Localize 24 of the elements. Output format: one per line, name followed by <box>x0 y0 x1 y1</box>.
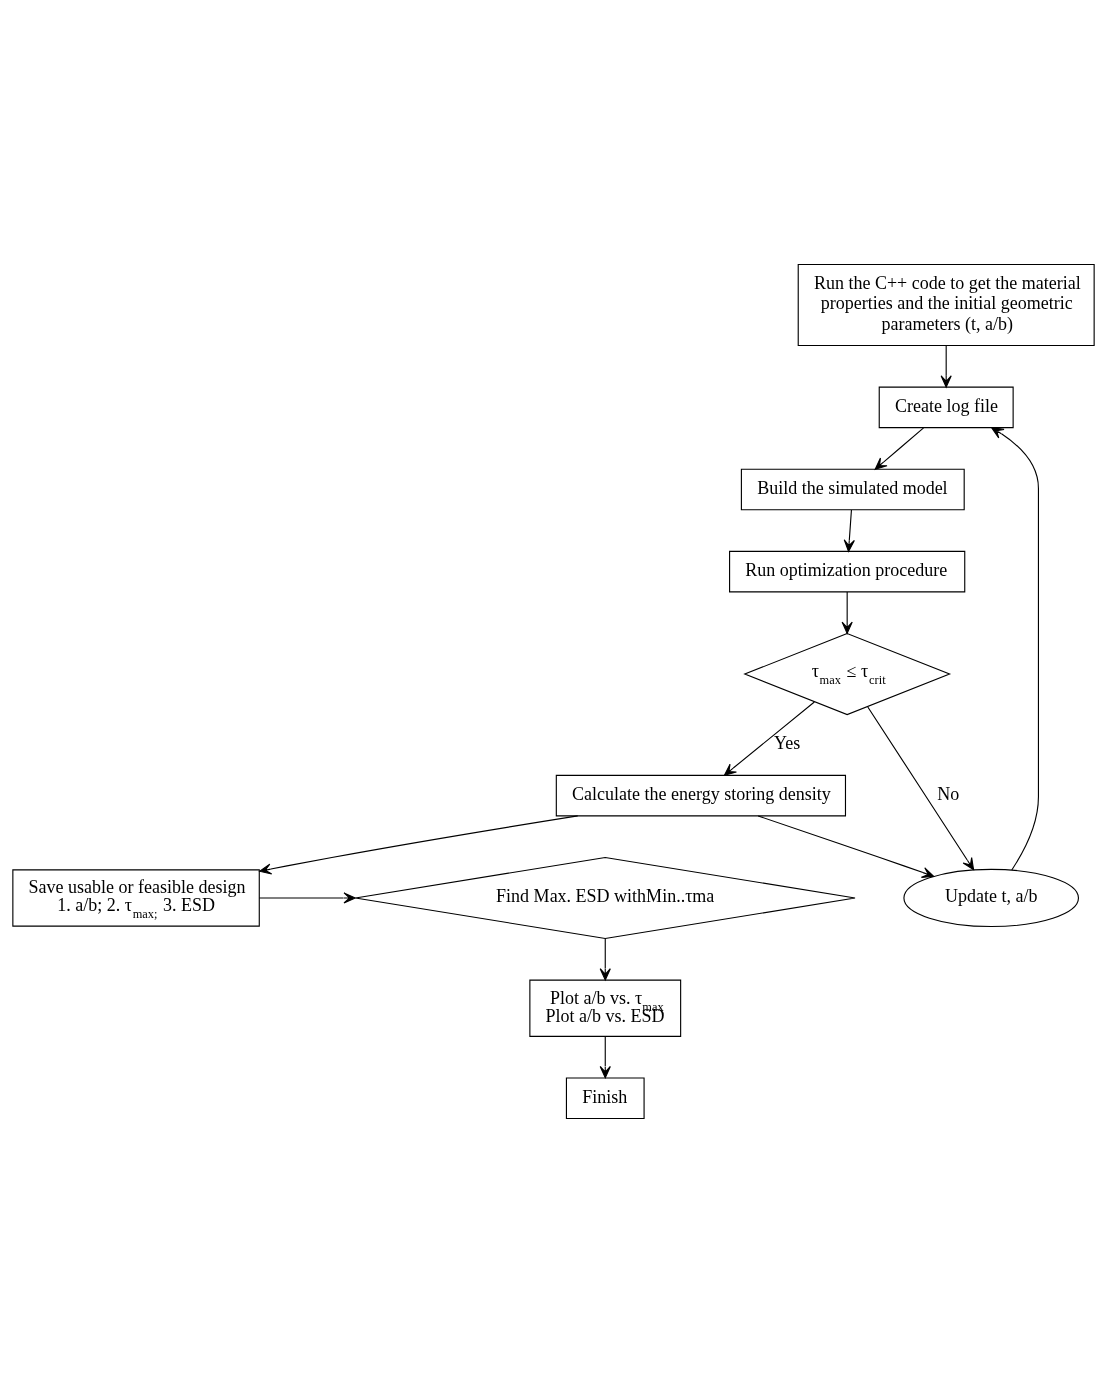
node-box: Calculate the energy storing density <box>555 774 847 816</box>
node-box: Run optimization procedure <box>729 550 966 592</box>
node-box: Save usable or feasible design 1. a/b; 2. τ$_{max;}$ 3. ESD <box>12 868 260 927</box>
node-box: Plot a/b vs. τ$_{max}$ Plot a/b vs. ESD <box>529 979 682 1037</box>
arrow <box>991 426 1039 870</box>
arrow <box>841 591 853 634</box>
arrow <box>258 891 356 904</box>
node-box: Create log file <box>878 386 1014 428</box>
arrow <box>867 705 975 870</box>
edge-label: Yes <box>774 732 801 753</box>
node-box: Build the simulated model <box>740 468 965 510</box>
arrow <box>723 700 815 776</box>
node-diamond: τ$_{max}$ ≤ τ$_{crit}$ <box>743 632 952 715</box>
edge-label: No <box>937 783 960 804</box>
node-diamond: Find Max. ESD withMin..τma <box>354 856 856 939</box>
arrow <box>874 426 925 470</box>
arrow <box>259 814 579 875</box>
arrow <box>599 937 611 981</box>
arrow <box>757 814 935 878</box>
arrow <box>940 344 952 388</box>
node-box: Finish <box>565 1076 645 1119</box>
arrow <box>843 508 855 552</box>
node-box: Run the C++ code to get the material properties and the initial geometric parameters (t, a/b) <box>797 263 1095 346</box>
arrow <box>599 1035 611 1078</box>
